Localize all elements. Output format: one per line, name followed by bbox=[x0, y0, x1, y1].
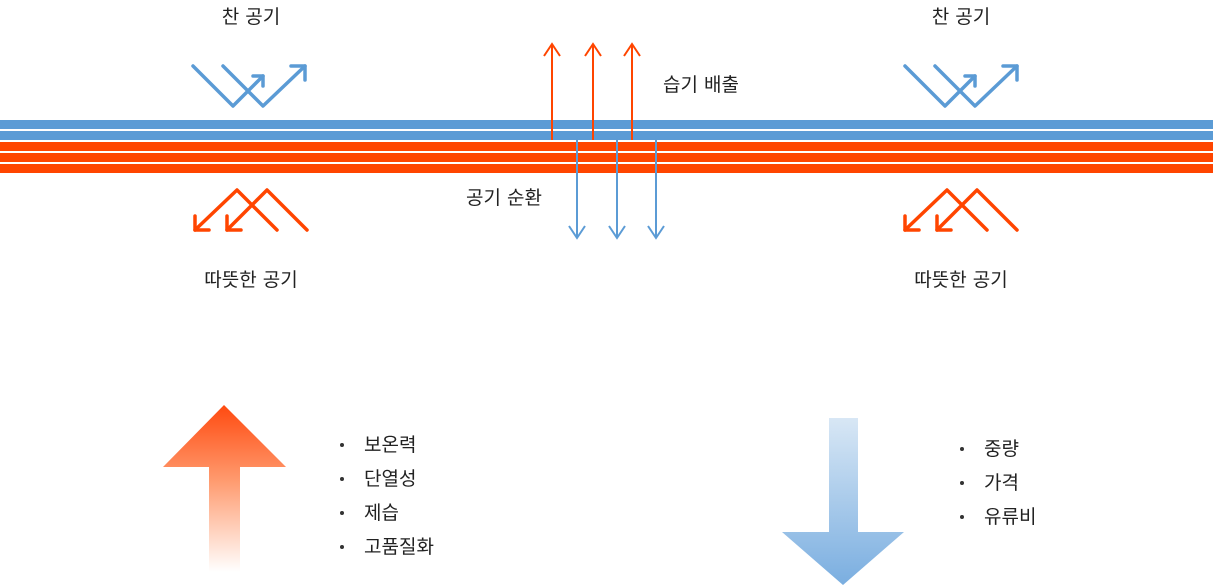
cold-air-label-left: 찬 공기 bbox=[221, 6, 281, 28]
list-item: 단열성 bbox=[340, 462, 434, 496]
cold-air-icon-left bbox=[191, 64, 307, 108]
blue-layer-top bbox=[0, 120, 1213, 129]
big-down-arrow-icon bbox=[782, 418, 904, 585]
cold-air-label-right: 찬 공기 bbox=[931, 6, 991, 28]
list-item: 가격 bbox=[960, 466, 1036, 500]
fabric-layers bbox=[0, 120, 1213, 173]
list-item: 유류비 bbox=[960, 500, 1036, 534]
pros-list: 보온력 단열성 제습 고품질화 bbox=[340, 428, 434, 564]
moisture-arrows bbox=[543, 42, 641, 140]
list-item: 중량 bbox=[960, 432, 1036, 466]
orange-layer-3 bbox=[0, 164, 1213, 173]
circulation-arrows bbox=[568, 140, 665, 240]
warm-air-icon-right bbox=[903, 188, 1019, 232]
warm-air-label-left: 따뜻한 공기 bbox=[204, 269, 298, 291]
list-item: 고품질화 bbox=[340, 530, 434, 564]
big-up-arrow-icon bbox=[163, 405, 286, 572]
warm-air-label-right: 따뜻한 공기 bbox=[914, 269, 1008, 291]
cons-list: 중량 가격 유류비 bbox=[960, 432, 1036, 534]
list-item: 제습 bbox=[340, 496, 434, 530]
blue-layer-bottom bbox=[0, 131, 1213, 140]
warm-air-icon-left bbox=[193, 188, 309, 232]
moisture-out-label: 습기 배출 bbox=[663, 74, 739, 96]
cold-air-icon-right bbox=[903, 64, 1019, 108]
orange-layer-2 bbox=[0, 153, 1213, 162]
orange-layer-1 bbox=[0, 142, 1213, 151]
air-circulation-label: 공기 순환 bbox=[466, 187, 542, 209]
list-item: 보온력 bbox=[340, 428, 434, 462]
